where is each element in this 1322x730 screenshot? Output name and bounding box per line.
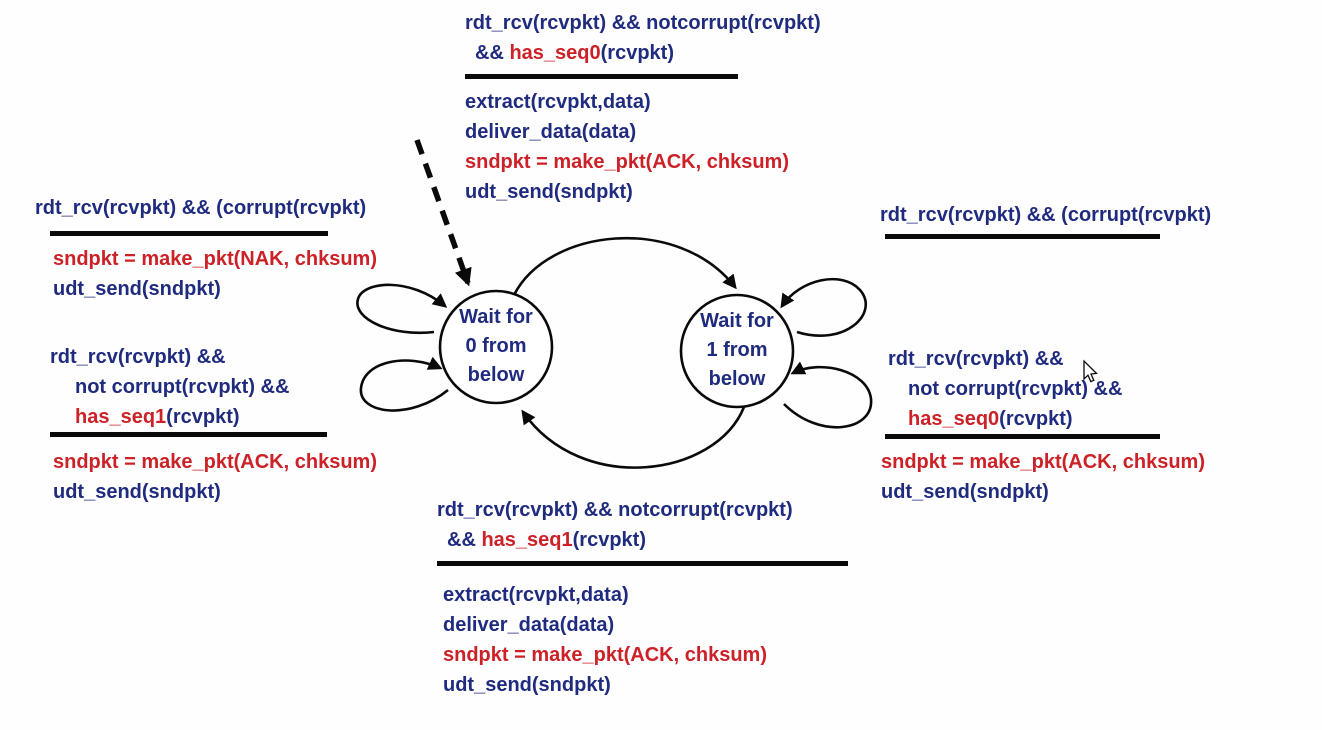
initial-state-dashed-arrow (414, 139, 472, 287)
action-line-1: sndpkt = make_pkt(ACK, chksum) (881, 451, 1205, 473)
condition-line-1: rdt_rcv(rcvpkt) && notcorrupt(rcvpkt) (465, 12, 821, 34)
condition-suffix: (rcvpkt) (999, 408, 1073, 430)
transition-label-bottom-center: rdt_rcv(rcvpkt) && notcorrupt(rcvpkt) &&… (437, 495, 848, 700)
condition-line-1: rdt_rcv(rcvpkt) && (corrupt(rcvpkt) (35, 197, 367, 219)
action-line-3: sndpkt = make_pkt(ACK, chksum) (443, 644, 767, 666)
state-wait0-line3: below (467, 364, 525, 386)
action-line-2: deliver_data(data) (465, 121, 637, 143)
condition-action-divider (50, 231, 328, 236)
transition-arc-wait1-to-wait0 (521, 406, 746, 469)
action-line-1: extract(rcvpkt,data) (465, 91, 651, 113)
condition-line-2: && has_seq0(rcvpkt) (465, 38, 821, 68)
transition-label-left-upper: rdt_rcv(rcvpkt) && (corrupt(rcvpkt) sndp… (35, 193, 377, 304)
condition-line-3: has_seq1(rcvpkt) (50, 402, 377, 432)
action-line-2: deliver_data(data) (443, 614, 615, 636)
self-loop-wait0-upper (356, 283, 448, 335)
state-wait1-line2: 1 from (706, 339, 768, 361)
condition-line-2: not corrupt(rcvpkt) && (908, 378, 1123, 400)
state-wait0-circle (438, 289, 554, 405)
condition-highlight: has_seq0 (908, 408, 1000, 430)
condition-suffix: (rcvpkt) (166, 406, 240, 428)
action-line-1: sndpkt = make_pkt(ACK, chksum) (53, 451, 377, 473)
action-line-2: udt_send(sndpkt) (53, 481, 221, 503)
transition-label-right-lower: rdt_rcv(rcvpkt) && not corrupt(rcvpkt) &… (881, 344, 1205, 507)
condition-line-1: rdt_rcv(rcvpkt) && (888, 348, 1064, 370)
condition-line-2: && has_seq1(rcvpkt) (437, 525, 848, 555)
condition-line-1: rdt_rcv(rcvpkt) && (corrupt(rcvpkt) (880, 204, 1212, 226)
condition-action-divider (437, 561, 848, 566)
action-line-3: sndpkt = make_pkt(ACK, chksum) (465, 151, 789, 173)
state-wait0-line1: Wait for (459, 306, 533, 328)
condition-line-3: has_seq0(rcvpkt) (881, 404, 1205, 434)
state-wait0-line2: 0 from (465, 335, 527, 357)
mouse-cursor (1083, 359, 1098, 383)
condition-action-divider (465, 74, 738, 79)
condition-highlight: has_seq0 (509, 42, 601, 64)
state-wait1-line3: below (708, 368, 766, 390)
condition-suffix: (rcvpkt) (600, 42, 674, 64)
condition-line-1: rdt_rcv(rcvpkt) && notcorrupt(rcvpkt) (437, 499, 793, 521)
action-line-4: udt_send(sndpkt) (443, 674, 611, 696)
state-wait1-circle (679, 293, 795, 409)
condition-action-divider (885, 234, 1160, 239)
state-wait0-label: Wait for 0 from below (440, 303, 552, 390)
action-line-2: udt_send(sndpkt) (881, 481, 1049, 503)
condition-line-2: not corrupt(rcvpkt) && (75, 376, 290, 398)
condition-prefix: && (475, 42, 510, 64)
condition-action-divider (50, 432, 327, 437)
condition-action-divider (885, 434, 1160, 439)
action-line-4: udt_send(sndpkt) (465, 181, 633, 203)
condition-highlight: has_seq1 (75, 406, 167, 428)
self-loop-wait1-lower (783, 361, 873, 429)
transition-label-top-center: rdt_rcv(rcvpkt) && notcorrupt(rcvpkt) &&… (465, 8, 821, 207)
condition-suffix: (rcvpkt) (572, 529, 646, 551)
action-line-1: sndpkt = make_pkt(NAK, chksum) (53, 248, 377, 270)
self-loop-wait0-lower (359, 356, 449, 412)
self-loop-wait1-upper (780, 277, 867, 337)
condition-highlight: has_seq1 (481, 529, 573, 551)
state-wait1-label: Wait for 1 from below (681, 307, 793, 394)
condition-line-1: rdt_rcv(rcvpkt) && (50, 346, 226, 368)
action-line-1: extract(rcvpkt,data) (443, 584, 629, 606)
condition-prefix: && (447, 529, 482, 551)
action-line-2: udt_send(sndpkt) (53, 278, 221, 300)
transition-arc-wait0-to-wait1 (512, 236, 737, 296)
transition-label-right-upper: rdt_rcv(rcvpkt) && (corrupt(rcvpkt) (880, 200, 1211, 239)
state-wait1-line1: Wait for (700, 310, 774, 332)
transition-label-left-lower: rdt_rcv(rcvpkt) && not corrupt(rcvpkt) &… (50, 342, 377, 507)
